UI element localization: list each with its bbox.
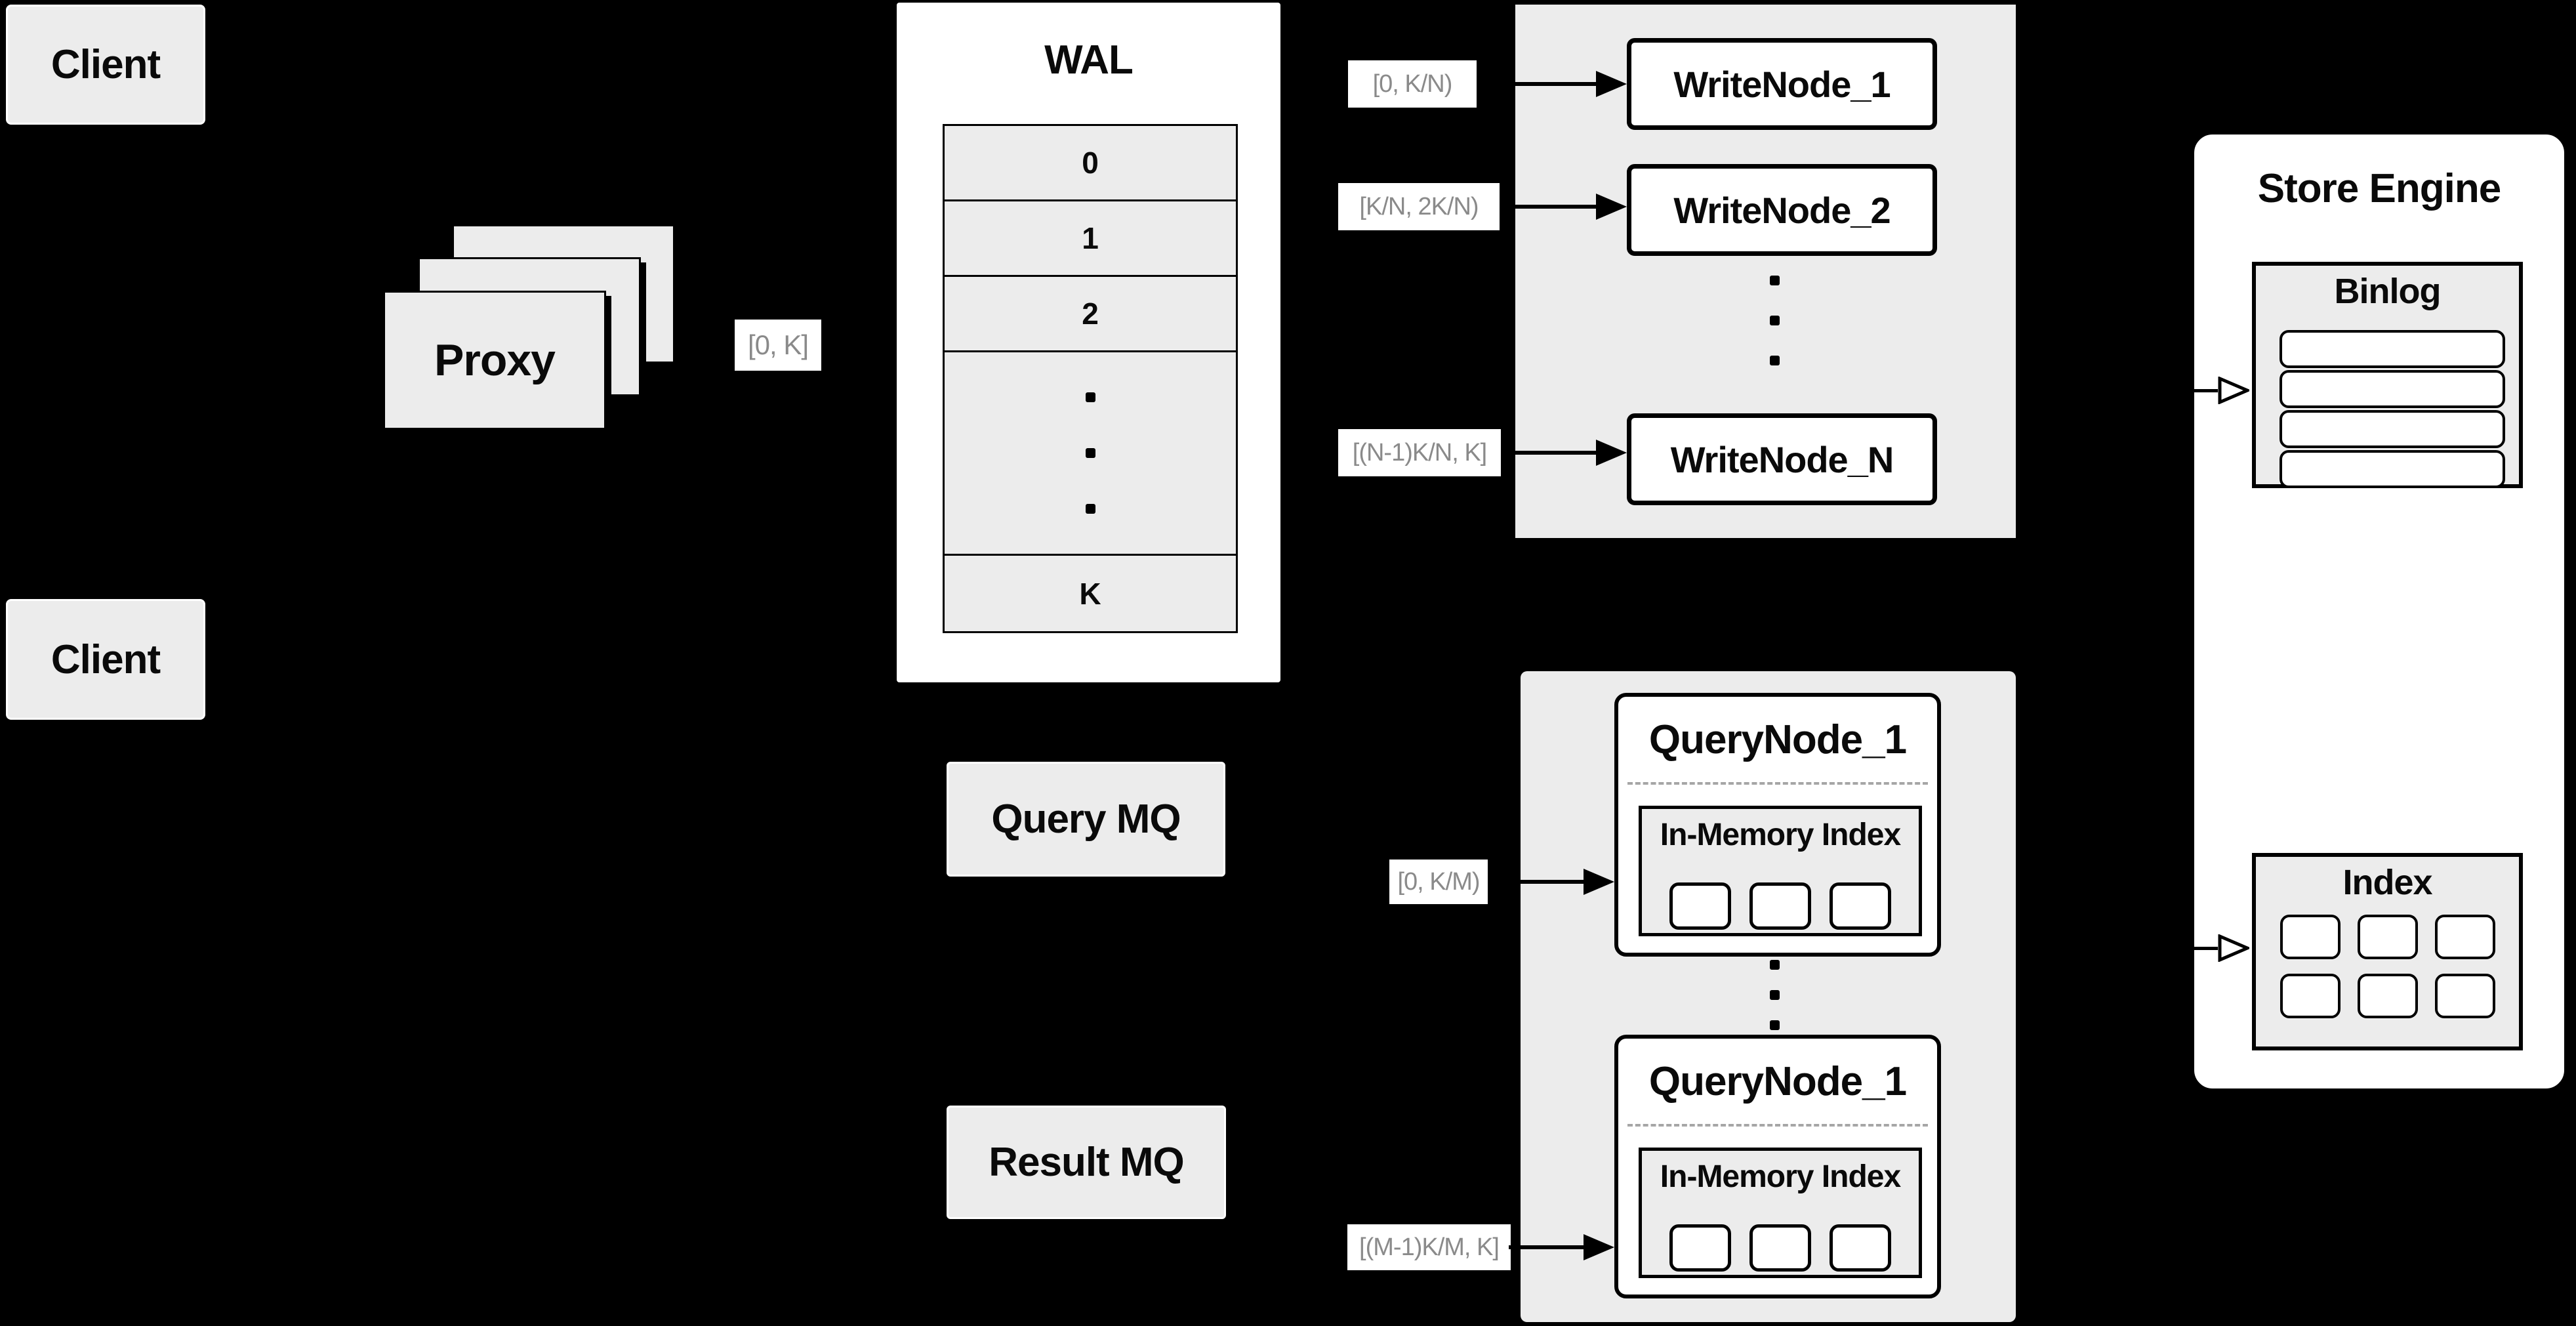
wal-row-2: 2 xyxy=(945,275,1236,350)
proxy-label: Proxy xyxy=(434,335,556,385)
arrowhead-solid-icon xyxy=(1584,869,1614,895)
binlog-box: Binlog xyxy=(2252,262,2523,488)
range-label-write-2: [K/N, 2K/N) xyxy=(1338,183,1500,230)
wal-container: WAL 0 1 2 K xyxy=(897,3,1280,682)
index-cell xyxy=(2357,915,2418,959)
segment-cell xyxy=(1669,882,1731,930)
segment-cell xyxy=(1669,1224,1731,1272)
wal-table: 0 1 2 K xyxy=(943,124,1238,633)
range-label-write-1: [0, K/N) xyxy=(1348,60,1477,108)
query-node-2-box: QueryNode_1 In-Memory Index xyxy=(1614,1035,1941,1298)
arrowhead-solid-icon xyxy=(1596,194,1627,220)
proxy-box: Proxy xyxy=(383,291,606,430)
segment-row xyxy=(1642,882,1919,930)
in-memory-index-box: In-Memory Index xyxy=(1639,806,1922,936)
result-mq-label: Result MQ xyxy=(989,1140,1185,1185)
arrowhead-hollow-icon xyxy=(2218,377,2249,404)
arrow-to-write-node-n xyxy=(1505,440,1627,466)
arrowhead-solid-icon xyxy=(1596,440,1627,466)
client-bottom-box: Client xyxy=(6,599,205,720)
query-node-1-title: QueryNode_1 xyxy=(1648,717,1907,762)
segment-cell xyxy=(1749,882,1811,930)
dashed-separator xyxy=(1627,782,1928,785)
binlog-bar xyxy=(2280,330,2505,368)
wal-row-k: K xyxy=(945,554,1236,631)
binlog-bar-list xyxy=(2280,330,2505,488)
wal-row-0: 0 xyxy=(945,126,1236,199)
binlog-bar xyxy=(2280,370,2505,408)
binlog-bar xyxy=(2280,450,2505,488)
client-top-box: Client xyxy=(6,5,205,125)
index-cell xyxy=(2280,974,2341,1018)
index-title: Index xyxy=(2342,863,2432,902)
wal-row-ellipsis xyxy=(945,350,1236,554)
query-mq-box: Query MQ xyxy=(947,762,1225,877)
index-cell-row xyxy=(2256,915,2519,959)
in-memory-index-box: In-Memory Index xyxy=(1639,1148,1922,1278)
arrowhead-solid-icon xyxy=(1584,1234,1614,1260)
index-cell xyxy=(2280,915,2341,959)
index-cell xyxy=(2434,915,2495,959)
arrow-to-query-node-2 xyxy=(1509,1234,1614,1260)
wal-row-1: 1 xyxy=(945,199,1236,275)
segment-row xyxy=(1642,1224,1919,1272)
binlog-bar xyxy=(2280,410,2505,448)
write-node-n-box: WriteNode_N xyxy=(1627,413,1937,505)
in-memory-index-title: In-Memory Index xyxy=(1660,818,1901,852)
write-node-2-box: WriteNode_2 xyxy=(1627,164,1937,256)
vertical-ellipsis-icon xyxy=(1085,392,1095,514)
query-node-1-box: QueryNode_1 In-Memory Index xyxy=(1614,693,1941,957)
arrow-to-binlog xyxy=(2192,377,2249,404)
result-mq-box: Result MQ xyxy=(947,1106,1226,1219)
vertical-ellipsis-icon xyxy=(1770,960,1780,1030)
query-node-2-title: QueryNode_1 xyxy=(1648,1059,1907,1104)
arrow-to-write-node-1 xyxy=(1505,71,1627,97)
wal-title: WAL xyxy=(1044,37,1134,83)
dashed-separator xyxy=(1627,1124,1928,1127)
index-box: Index xyxy=(2252,853,2523,1050)
binlog-title: Binlog xyxy=(2334,272,2442,311)
vertical-ellipsis-icon xyxy=(1770,276,1780,365)
segment-cell xyxy=(1830,1224,1891,1272)
query-mq-label: Query MQ xyxy=(991,797,1181,842)
range-label-proxy-out: [0, K] xyxy=(735,320,821,371)
segment-cell xyxy=(1749,1224,1811,1272)
arrow-to-index xyxy=(2192,934,2249,962)
arrowhead-solid-icon xyxy=(1596,71,1627,97)
store-engine-container: Store Engine Binlog Index xyxy=(2189,129,2569,1094)
in-memory-index-title: In-Memory Index xyxy=(1660,1159,1901,1194)
index-cell-row xyxy=(2256,974,2519,1018)
range-label-query-m: [(M-1)K/M, K] xyxy=(1347,1224,1511,1270)
range-label-query-1: [0, K/M) xyxy=(1389,860,1488,904)
index-cell xyxy=(2434,974,2495,1018)
client-top-label: Client xyxy=(51,42,161,87)
arrow-to-query-node-1 xyxy=(1509,869,1614,895)
index-cell xyxy=(2357,974,2418,1018)
range-label-write-n: [(N-1)K/N, K] xyxy=(1338,429,1501,476)
segment-cell xyxy=(1830,882,1891,930)
write-node-1-box: WriteNode_1 xyxy=(1627,38,1937,130)
store-engine-title: Store Engine xyxy=(2257,166,2501,211)
query-node-panel: QueryNode_1 In-Memory Index QueryNode_1 … xyxy=(1521,671,2016,1322)
client-bottom-label: Client xyxy=(51,636,161,682)
arrowhead-hollow-icon xyxy=(2218,934,2249,962)
arrow-to-write-node-2 xyxy=(1505,194,1627,220)
